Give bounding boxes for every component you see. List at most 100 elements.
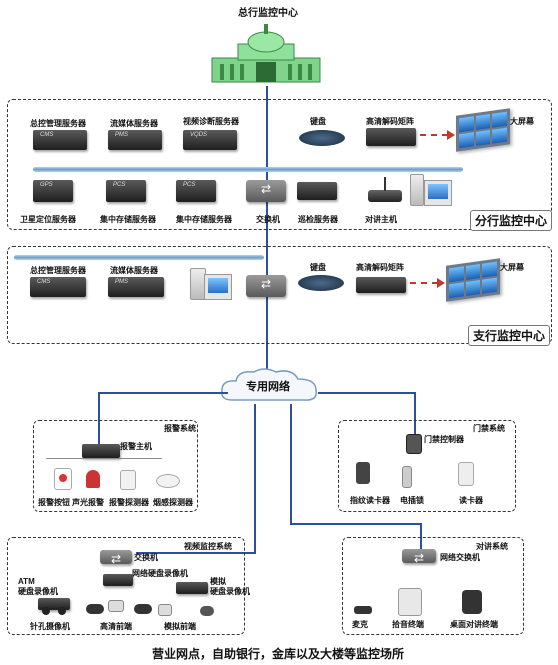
alarm-host xyxy=(82,444,120,458)
branch-patrol-label: 巡检服务器 xyxy=(298,215,338,224)
branch-stream-text: PMS xyxy=(115,132,129,138)
intercom-mic-stem xyxy=(384,177,386,191)
access-system-frame xyxy=(338,420,516,512)
alarm-detector-icon xyxy=(120,470,136,490)
branch-pc-monitor xyxy=(424,180,452,206)
hd-cam-3-icon xyxy=(134,604,152,614)
sub-mgmt-text: CMS xyxy=(37,279,51,285)
access-system-title: 门禁系统 xyxy=(473,424,505,433)
pinhole-cam-1-icon xyxy=(42,607,50,615)
hd-front-label: 高清前端 xyxy=(100,622,132,631)
intercom-device-0: 麦克 xyxy=(352,620,368,629)
intercom-system-title: 对讲系统 xyxy=(476,542,508,551)
branch-mgmt-server: CMS xyxy=(33,130,87,150)
branch-stream-server-label: 流媒体服务器 xyxy=(110,119,158,128)
branch-pc-tower xyxy=(410,174,424,206)
sub-keyboard-icon xyxy=(298,275,344,291)
branch-store1-text: PCS xyxy=(113,182,126,188)
branch-gps-label: 卫星定位服务器 xyxy=(20,215,76,224)
access-device-0: 指纹读卡器 xyxy=(350,496,390,505)
branch-decoder-label: 高清解码矩阵 xyxy=(366,117,414,126)
sub-keyboard-label: 键盘 xyxy=(310,263,326,272)
branch-storage-server-2: PCS xyxy=(176,180,216,202)
branch-intercom-label: 对讲主机 xyxy=(365,215,397,224)
branch-center-title: 分行监控中心 xyxy=(470,210,553,231)
access-controller-label: 门禁控制器 xyxy=(424,435,464,444)
hd-cam-1-icon xyxy=(86,604,104,614)
branch-keyboard-label: 键盘 xyxy=(310,117,326,126)
video-switch xyxy=(100,550,132,566)
video-nvr xyxy=(103,574,133,586)
branch-storage-label-2: 集中存储服务器 xyxy=(176,215,232,224)
alarm-system-title: 报警系统 xyxy=(164,424,196,433)
sub-decoder-arrow xyxy=(410,278,445,288)
sub-stream-label: 流媒体服务器 xyxy=(110,266,158,275)
link-v-intercom-2 xyxy=(420,523,422,549)
link-h-intercom xyxy=(290,523,420,525)
alarm-wire xyxy=(46,458,162,459)
hq-building-icon xyxy=(211,24,321,83)
branch-big-screen xyxy=(456,108,510,152)
alarm-device-1: 声光报警 xyxy=(72,498,104,507)
intercom-switch xyxy=(402,549,436,565)
branch-decoder-arrow xyxy=(420,130,455,140)
alarm-device-3: 烟感探测器 xyxy=(153,498,193,507)
network-cloud-label: 专用网络 xyxy=(246,381,290,393)
analog-dvr-label: 模拟 硬盘录像机 xyxy=(210,577,250,596)
link-v-access xyxy=(414,392,416,434)
subbranch-center-frame xyxy=(7,246,552,344)
analog-front-label: 模拟前端 xyxy=(164,622,196,631)
alarm-system-frame xyxy=(33,420,198,512)
branch-switch-label: 交换机 xyxy=(256,215,280,224)
fingerprint-reader-icon xyxy=(356,462,370,484)
alarm-device-0: 报警按钮 xyxy=(38,498,70,507)
branch-bus xyxy=(33,167,463,172)
link-h-access xyxy=(318,392,414,394)
access-controller-icon xyxy=(406,434,422,454)
analog-cam-1-icon xyxy=(158,604,172,616)
branch-gps-text: GPS xyxy=(40,182,53,188)
link-v-alarm xyxy=(98,392,100,444)
sub-pc-monitor xyxy=(204,274,232,300)
microphone-icon xyxy=(354,606,372,614)
card-reader-icon xyxy=(458,462,474,486)
page-caption: 营业网点，自助银行，金库以及大楼等监控场所 xyxy=(152,647,405,661)
branch-decoder-matrix xyxy=(366,128,416,146)
branch-center-frame xyxy=(7,99,552,230)
desk-intercom-icon xyxy=(462,590,482,614)
branch-storage-label-1: 集中存储服务器 xyxy=(100,215,156,224)
branch-keyboard-icon xyxy=(299,130,345,146)
subbranch-bus xyxy=(14,255,264,260)
smoke-detector-icon xyxy=(156,474,180,488)
hd-cam-2-icon xyxy=(108,600,124,612)
analog-cam-2-icon xyxy=(200,606,214,616)
network-cloud-icon xyxy=(220,368,317,401)
intercom-device-1: 拾音终端 xyxy=(392,620,424,629)
sub-mgmt-server: CMS xyxy=(30,277,86,297)
branch-switch xyxy=(246,180,286,202)
subbranch-center-title: 支行监控中心 xyxy=(468,325,551,346)
access-device-1: 电插锁 xyxy=(400,496,424,505)
pinhole-cam-2-icon xyxy=(58,607,66,615)
video-system-title: 视频监控系统 xyxy=(184,542,232,551)
sub-stream-server: PMS xyxy=(108,277,164,297)
sub-decoder-matrix xyxy=(356,277,406,293)
atm-dvr-label: ATM 硬盘录像机 xyxy=(18,577,58,596)
branch-diag-server-label: 视频诊断服务器 xyxy=(183,117,239,126)
branch-gps-server: GPS xyxy=(33,180,73,202)
backbone-line xyxy=(266,86,268,386)
branch-diag-server: VQDS xyxy=(183,130,237,150)
branch-store2-text: PCS xyxy=(183,182,196,188)
link-v-intercom xyxy=(290,404,292,524)
sub-mgmt-label: 总控管理服务器 xyxy=(30,266,86,275)
hq-title: 总行监控中心 xyxy=(238,8,298,19)
branch-bigscreen-label: 大屏幕 xyxy=(510,117,534,126)
electric-lock-icon xyxy=(402,466,412,488)
branch-stream-server: PMS xyxy=(108,130,162,150)
link-h-alarm xyxy=(98,392,228,394)
sub-stream-text: PMS xyxy=(115,279,129,285)
branch-diag-text: VQDS xyxy=(190,132,208,138)
branch-patrol-server xyxy=(297,182,337,200)
intercom-switch-label: 网络交换机 xyxy=(440,553,480,562)
alarm-device-2: 报警探测器 xyxy=(109,498,149,507)
